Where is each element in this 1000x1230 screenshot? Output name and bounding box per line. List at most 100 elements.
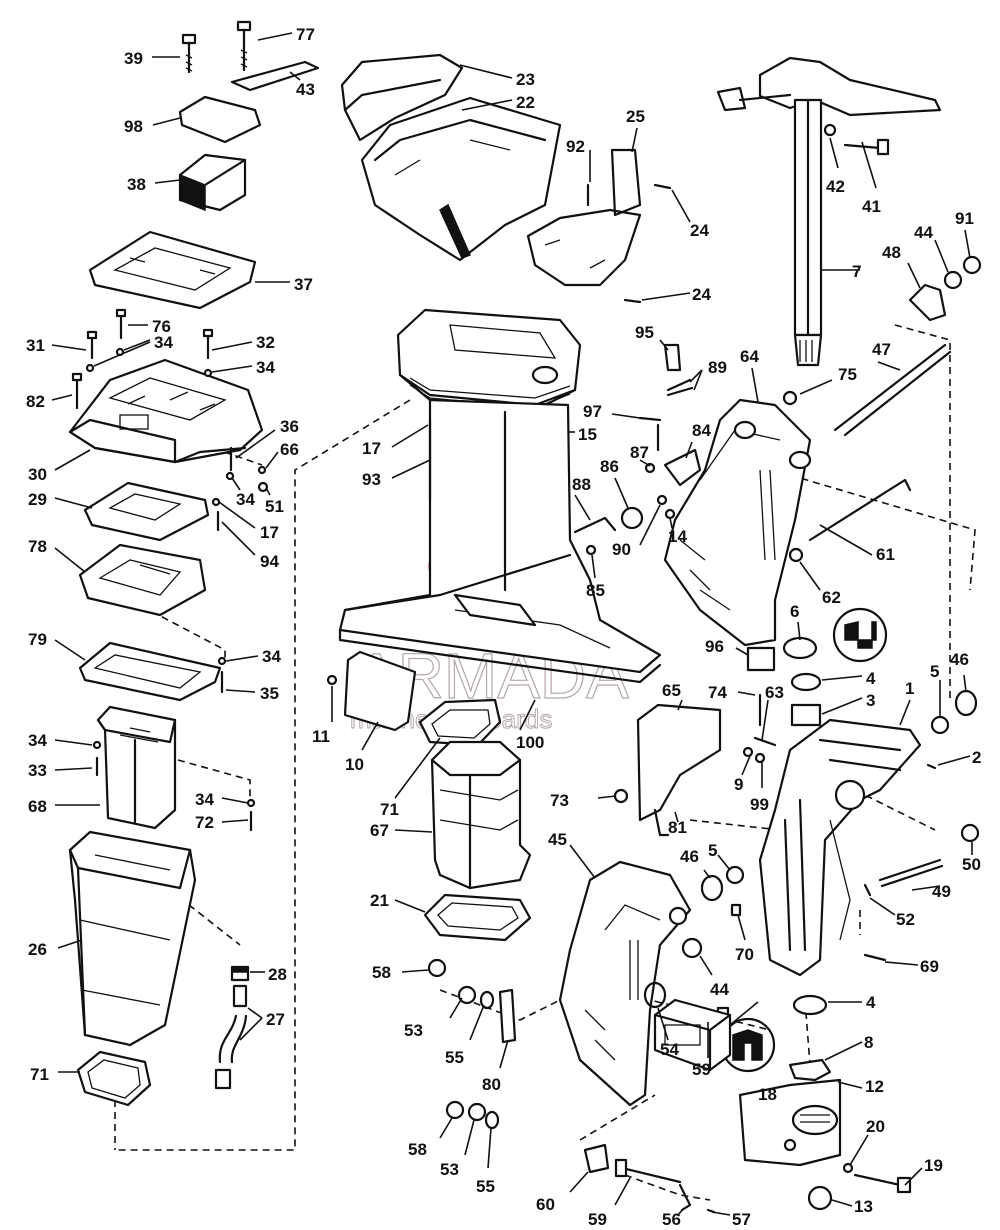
bushing-4-lower-icon <box>792 994 828 1016</box>
hose-27-icon <box>214 984 248 1090</box>
plug-70-icon <box>730 903 742 917</box>
bushing-3-icon <box>790 703 822 727</box>
callout-45: 45 <box>548 830 567 849</box>
spring-63-icon <box>753 736 777 747</box>
callout-18: 18 <box>758 1085 777 1104</box>
cowl-22-icon <box>360 96 562 262</box>
tube-47-icon <box>833 343 947 432</box>
callout-100: 100 <box>516 733 544 752</box>
bolt-76-icon <box>115 308 127 340</box>
nut-53-lower-icon <box>467 1102 487 1122</box>
callout-5-a: 5 <box>930 662 939 681</box>
callout-19: 19 <box>924 1156 943 1175</box>
callout-75: 75 <box>838 365 857 384</box>
plug-66-icon <box>257 465 267 475</box>
callout-6: 6 <box>790 602 799 621</box>
callout-85: 85 <box>586 581 605 600</box>
callout-61: 61 <box>876 545 895 564</box>
callout-31: 31 <box>26 336 45 355</box>
cover-25-icon <box>526 148 642 287</box>
callout-98: 98 <box>124 117 143 136</box>
callout-81: 81 <box>668 818 687 837</box>
seal-71-icon <box>418 698 502 747</box>
callout-72: 72 <box>195 813 214 832</box>
callout-69: 69 <box>920 957 939 976</box>
bolt-77-icon <box>236 20 252 72</box>
callout-90: 90 <box>612 540 631 559</box>
rod-61-icon <box>808 478 912 542</box>
callout-63: 63 <box>765 683 784 702</box>
callout-71-b: 71 <box>380 800 399 819</box>
callout-2: 2 <box>972 748 981 767</box>
callout-78: 78 <box>28 537 47 556</box>
callout-33: 33 <box>28 761 47 780</box>
callout-68: 68 <box>28 797 47 816</box>
gasket-79-icon <box>78 641 222 702</box>
callout-13: 13 <box>854 1197 873 1216</box>
callout-87: 87 <box>630 443 649 462</box>
callout-34-e: 34 <box>28 731 47 750</box>
bolt-32-icon <box>202 328 214 360</box>
callout-34-b: 34 <box>256 358 275 377</box>
callout-37: 37 <box>294 275 313 294</box>
callout-5-b: 5 <box>708 841 717 860</box>
pin-49-icon <box>878 858 942 882</box>
plate-65-icon <box>636 703 722 822</box>
callout-56: 56 <box>662 1210 681 1229</box>
link-80-icon <box>498 988 517 1044</box>
callout-35: 35 <box>260 684 279 703</box>
bushing-50-icon <box>960 823 980 843</box>
washer-55-lower-icon <box>484 1110 500 1130</box>
washer-20-icon <box>842 1162 854 1174</box>
callout-82: 82 <box>26 392 45 411</box>
callout-39: 39 <box>124 49 143 68</box>
bushing-5-lower-icon <box>725 865 745 885</box>
washer-54-icon <box>643 981 667 1009</box>
callout-8: 8 <box>864 1033 873 1052</box>
clamp-bracket-1-icon <box>758 718 922 977</box>
callout-94: 94 <box>260 552 279 571</box>
cowl-23-icon <box>340 53 464 142</box>
plate-10-icon <box>343 650 417 732</box>
callout-65: 65 <box>662 681 681 700</box>
callout-74: 74 <box>708 683 727 702</box>
callout-96: 96 <box>705 637 724 656</box>
callout-34-f: 34 <box>195 790 214 809</box>
lever-84-icon <box>663 448 702 487</box>
callout-58-a: 58 <box>372 963 391 982</box>
callout-59-a: 59 <box>692 1060 711 1079</box>
screw-2-icon <box>926 763 937 770</box>
steering-arm-7-icon <box>716 56 942 367</box>
callout-43: 43 <box>296 80 315 99</box>
callout-11: 11 <box>312 727 330 746</box>
bolt-31-icon <box>86 330 98 360</box>
callout-53-b: 53 <box>440 1160 459 1179</box>
clamp-bracket-45-icon <box>558 860 692 1107</box>
callout-46-a: 46 <box>950 650 969 669</box>
callout-34-c: 34 <box>236 490 255 509</box>
callout-49: 49 <box>932 882 951 901</box>
bolt-82-icon <box>71 372 83 410</box>
nut-13-icon <box>807 1185 833 1211</box>
callout-84: 84 <box>692 421 711 440</box>
nut-51-icon <box>257 481 269 493</box>
screw-69-icon <box>863 953 887 962</box>
callout-42: 42 <box>826 177 845 196</box>
callout-17-a: 17 <box>260 523 279 542</box>
bolt-59-lower-icon <box>620 1166 682 1184</box>
clip-87-icon <box>644 462 656 474</box>
callout-67: 67 <box>370 821 389 840</box>
clip-52-icon <box>863 883 872 897</box>
callout-34-a: 34 <box>154 333 173 352</box>
callout-44-b: 44 <box>710 980 729 999</box>
swivel-block-18-icon <box>653 998 732 1072</box>
callout-22: 22 <box>516 93 535 112</box>
callout-54: 54 <box>660 1040 679 1059</box>
callout-66: 66 <box>280 440 299 459</box>
callout-46-b: 46 <box>680 847 699 866</box>
callout-4-b: 4 <box>866 993 876 1012</box>
bracket-43-icon <box>230 60 320 92</box>
callout-38: 38 <box>127 175 146 194</box>
callout-88: 88 <box>572 475 591 494</box>
bushing-58-lower-icon <box>445 1100 465 1120</box>
